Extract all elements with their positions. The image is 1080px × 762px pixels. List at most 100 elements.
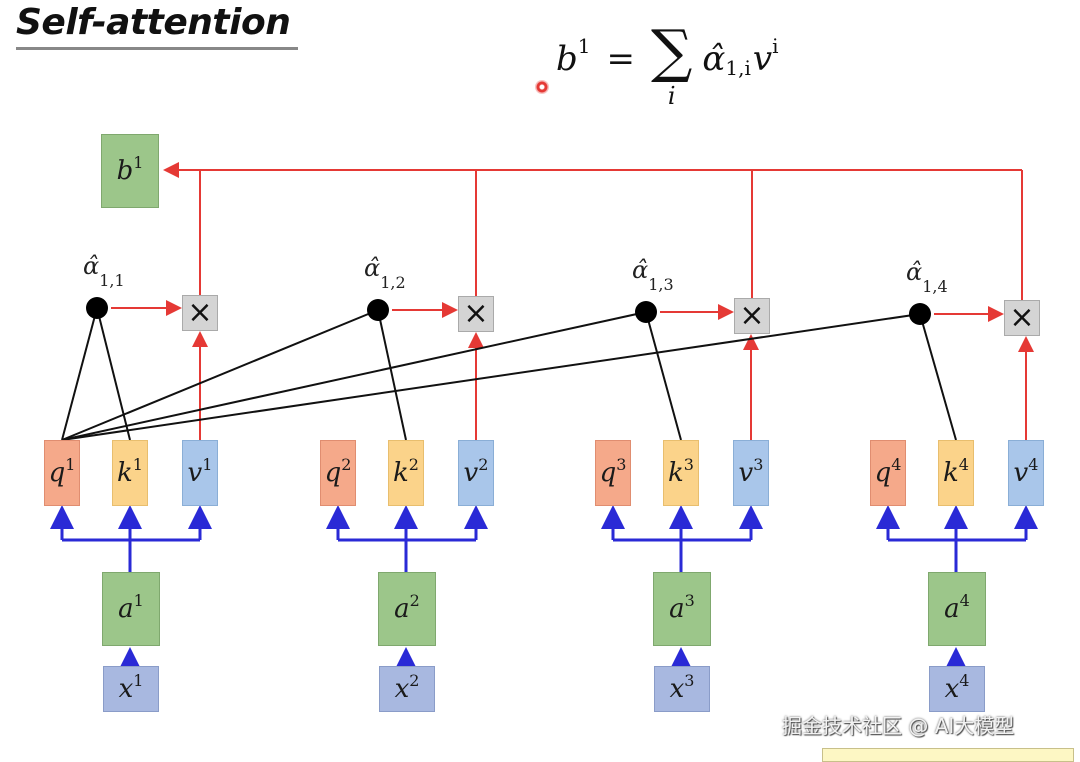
input-a-box-1-sup: 1 <box>133 591 144 610</box>
alpha-label-4: α̂1,4 <box>906 258 948 294</box>
input-x-box-1-sup: 1 <box>133 671 144 690</box>
multiply-box-2: × <box>458 296 494 332</box>
watermark: 掘金技术社区 @ AI大模型 <box>782 714 1015 738</box>
input-x-box-3-sup: 3 <box>684 671 695 690</box>
attention-score-dot-2 <box>367 299 389 321</box>
input-a-box-3-sup: 3 <box>684 591 695 610</box>
input-x-box-4-sup: 4 <box>959 671 970 690</box>
query1-to-score-line-2 <box>61 309 379 441</box>
query-box-2-label: q <box>324 458 342 488</box>
key-to-score-line-3 <box>645 311 682 441</box>
formula-v-sup: i <box>772 34 779 58</box>
alpha-label-3: α̂1,3 <box>632 256 674 292</box>
alpha-subscript: 1,3 <box>648 274 674 294</box>
formula-v: v <box>752 39 773 79</box>
formula-alpha-sub: 1,i <box>725 56 751 80</box>
query-box-4-sup: 4 <box>891 455 902 474</box>
query-box-1-label: q <box>48 458 66 488</box>
multiply-icon: × <box>463 296 489 331</box>
input-x-box-2-label: x <box>394 674 410 704</box>
input-x-box-1-label: x <box>118 674 134 704</box>
query1-to-score-line-3 <box>61 311 647 441</box>
alpha-symbol: α̂ <box>632 256 649 284</box>
query-box-4-label: q <box>874 458 892 488</box>
input-a-box-3-label: a <box>669 594 685 624</box>
key-box-3-sup: 3 <box>683 455 694 474</box>
key-box-2-sup: 2 <box>408 455 419 474</box>
formula-sum-index: i <box>667 82 676 110</box>
value-box-1-sup: 1 <box>202 455 213 474</box>
formula-lhs: b <box>556 39 578 79</box>
query-box-1-sup: 1 <box>65 455 76 474</box>
input-a-box-2-sup: 2 <box>409 591 420 610</box>
key-box-3-label: k <box>668 458 684 488</box>
value-box-3-sup: 3 <box>753 455 764 474</box>
multiply-box-4: × <box>1004 300 1040 336</box>
multiply-box-3: × <box>734 298 770 334</box>
key-box-4-label: k <box>943 458 959 488</box>
formula-lhs-sup: 1 <box>577 34 591 58</box>
multiply-icon: × <box>739 298 765 333</box>
slide-title: Self-attention <box>16 2 291 43</box>
input-x-box-3-label: x <box>669 674 685 704</box>
multiply-box-1: × <box>182 295 218 331</box>
key-to-score-line-2 <box>377 309 407 441</box>
laser-pointer-icon <box>535 80 549 94</box>
alpha-label-2: α̂1,2 <box>364 254 406 290</box>
query-box-3-label: q <box>599 458 617 488</box>
key-to-score-line-4 <box>919 313 957 441</box>
value-box-2-sup: 2 <box>478 455 489 474</box>
key-box-1-label: k <box>117 458 133 488</box>
value-box-3-label: v <box>738 458 754 488</box>
output-box-sup: 1 <box>133 153 144 172</box>
value-box-2-label: v <box>463 458 479 488</box>
key-to-score-line-1 <box>96 307 131 441</box>
multiply-icon: × <box>187 295 213 330</box>
input-x-box-4-label: x <box>944 674 960 704</box>
value-box-1-label: v <box>187 458 203 488</box>
query1-to-score-line-4 <box>61 313 921 441</box>
alpha-subscript: 1,1 <box>99 270 125 290</box>
key-box-2-label: k <box>393 458 409 488</box>
formula-sigma: ∑ <box>651 17 693 85</box>
input-x-box-2-sup: 2 <box>409 671 420 690</box>
key-box-4-sup: 4 <box>958 455 969 474</box>
alpha-label-1: α̂1,1 <box>83 254 125 288</box>
input-a-box-4-label: a <box>944 594 960 624</box>
alpha-symbol: α̂ <box>364 254 381 282</box>
subtitle-bar <box>822 748 1074 762</box>
title-underline <box>16 47 298 50</box>
alpha-subscript: 1,4 <box>922 276 948 296</box>
input-a-box-4-sup: 4 <box>959 591 970 610</box>
attention-score-dot-1 <box>86 297 108 319</box>
formula-alpha: α̂ <box>702 39 726 79</box>
value-box-4-sup: 4 <box>1028 455 1039 474</box>
key-box-1-sup: 1 <box>132 455 143 474</box>
formula-equals: = <box>606 39 636 79</box>
alpha-subscript: 1,2 <box>380 272 406 292</box>
alpha-symbol: α̂ <box>906 258 923 286</box>
attention-score-dot-3 <box>635 301 657 323</box>
input-a-box-2-label: a <box>394 594 410 624</box>
formula-sum: ∑ i <box>651 22 692 108</box>
attention-score-dot-4 <box>909 303 931 325</box>
multiply-icon: × <box>1009 300 1035 335</box>
